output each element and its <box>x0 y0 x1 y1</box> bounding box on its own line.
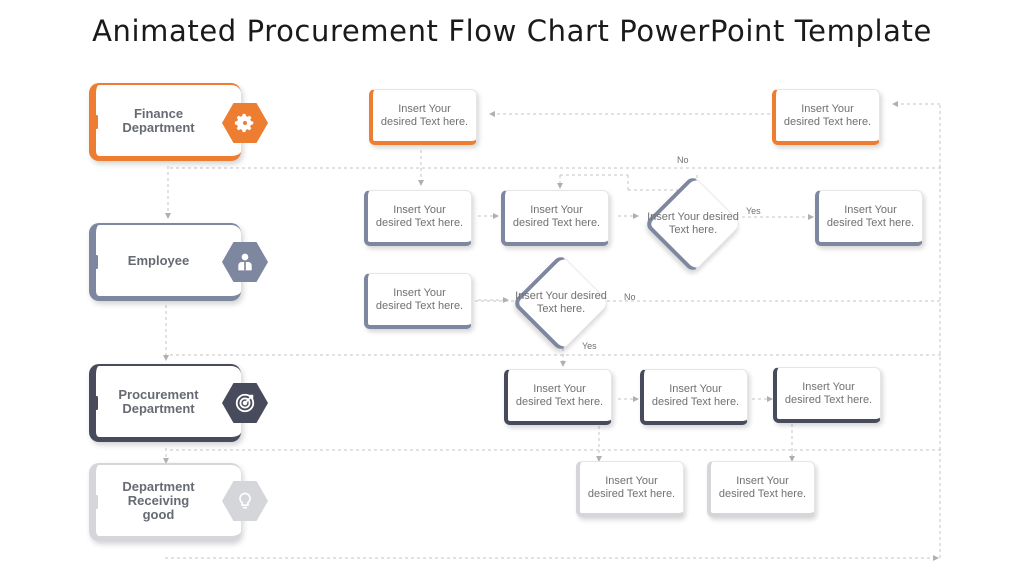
process-box-employee-3: Insert Your desired Text here. <box>815 190 923 246</box>
box-text: Insert Your desired Text here. <box>380 102 469 128</box>
box-text: Insert Your desired Text here. <box>375 286 464 312</box>
process-box-employee-4: Insert Your desired Text here. <box>364 273 472 329</box>
process-box-procurement-1: Insert Your desired Text here. <box>504 369 612 425</box>
box-text: Insert Your desired Text here. <box>783 102 872 128</box>
lane-department-receiving-good: Department Receiving good <box>89 463 241 541</box>
process-box-receiving-2: Insert Your desired Text here. <box>707 461 815 517</box>
decision-1-no-label: No <box>677 155 689 165</box>
box-text: Insert Your desired Text here. <box>375 203 464 229</box>
lane-employee: Employee <box>89 223 241 301</box>
decision-1-yes-label: Yes <box>746 206 761 216</box>
page-title: Animated Procurement Flow Chart PowerPoi… <box>92 14 932 48</box>
box-text: Insert Your desired Text here. <box>587 474 676 500</box>
lane-procurement-department: Procurement Department <box>89 364 241 442</box>
lane-label: Department Receiving good <box>122 478 195 522</box>
box-text: Insert Your desired Text here. <box>512 203 601 229</box>
box-text: Insert Your desired Text here. <box>826 203 915 229</box>
box-text: Insert Your desired Text here. <box>718 474 807 500</box>
process-box-finance-1: Insert Your desired Text here. <box>369 89 477 145</box>
decision-2-yes-label: Yes <box>582 341 597 351</box>
box-text: Insert Your desired Text here. <box>515 382 604 408</box>
decision-text-1: Insert Your desired Text here. <box>647 211 739 236</box>
lane-label: Employee <box>127 252 190 268</box>
process-box-procurement-2: Insert Your desired Text here. <box>640 369 748 425</box>
process-box-procurement-3: Insert Your desired Text here. <box>773 367 881 423</box>
lane-finance-department: Finance Department <box>89 83 241 161</box>
lane-label: Finance Department <box>122 105 195 135</box>
process-box-employee-1: Insert Your desired Text here. <box>364 190 472 246</box>
process-box-receiving-1: Insert Your desired Text here. <box>576 461 684 517</box>
lane-label: Procurement Department <box>118 386 199 416</box>
process-box-finance-2: Insert Your desired Text here. <box>772 89 880 145</box>
box-text: Insert Your desired Text here. <box>651 382 740 408</box>
process-box-employee-2: Insert Your desired Text here. <box>501 190 609 246</box>
decision-2-no-label: No <box>624 292 636 302</box>
decision-text-2: Insert Your desired Text here. <box>515 290 607 315</box>
box-text: Insert Your desired Text here. <box>784 380 873 406</box>
